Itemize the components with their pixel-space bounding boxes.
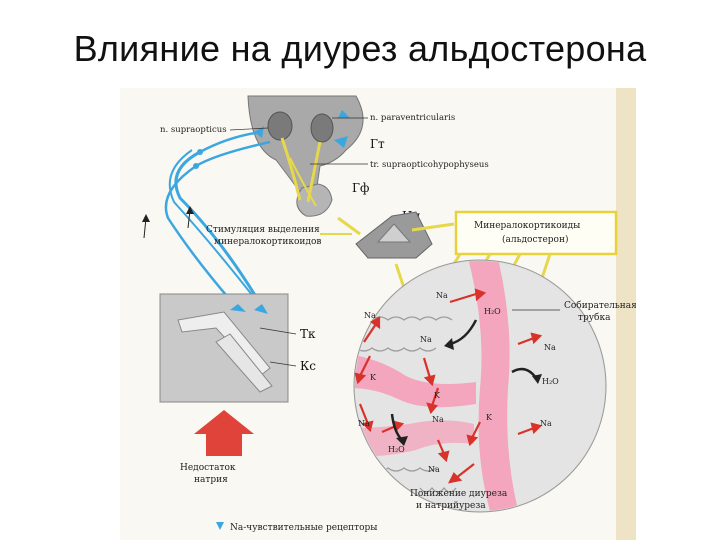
label-na: Na [544,343,556,352]
legend-receptors-label: Na-чувствительные рецепторы [230,523,377,533]
label-na: Na [358,419,370,428]
label-sodium-deficit-2: натрия [194,475,228,485]
label-collecting-duct-1: Собирательная [564,300,636,311]
label-collecting-duct-2: трубка [578,312,611,323]
label-h2o: H₂O [388,445,405,454]
diagram-svg: n. supraopticus n. paraventricularis Гт … [120,88,636,540]
nucleus-paraventricularis [311,114,333,142]
label-k: K [370,373,377,382]
label-na: Na [432,415,444,424]
label-h2o: H₂O [484,307,501,316]
label-na: Na [436,291,448,300]
nerve-node [193,163,199,169]
label-diuresis-2: и натрийуреза [416,501,486,511]
label-k: K [434,391,441,400]
label-mineralocorticoids-1: Минералокортикоиды [474,221,580,231]
label-h2o: H₂O [542,377,559,386]
mineralocorticoids-box [456,212,616,254]
label-stimulation-1: Стимуляция выделения [206,225,320,235]
label-tr-supraopticohypophyseus: tr. supraopticohypophyseus [370,160,489,170]
label-na: Na [364,311,376,320]
label-na: Na [428,465,440,474]
aldosterone-diagram: n. supraopticus n. paraventricularis Гт … [120,88,636,540]
nucleus-supraopticus [268,112,292,140]
label-ks: Кс [300,359,316,373]
label-diuresis-1: Понижение диуреза [410,489,508,499]
label-na: Na [540,419,552,428]
label-gf: Гф [352,181,369,195]
label-tk: Тк [300,327,316,341]
label-gt: Гт [370,137,385,151]
slide-title: Влияние на диурез альдостерона [0,28,720,70]
figure-edge [616,88,636,540]
label-k: K [486,413,493,422]
label-sodium-deficit-1: Недостаток [180,463,236,473]
label-stimulation-2: минералокортикоидов [214,237,321,247]
label-mineralocorticoids-2: (альдостерон) [502,234,569,245]
label-n-paraventricularis: n. paraventricularis [370,113,455,123]
label-na: Na [420,335,432,344]
nerve-node [197,149,203,155]
label-n-supraopticus: n. supraopticus [160,125,227,135]
